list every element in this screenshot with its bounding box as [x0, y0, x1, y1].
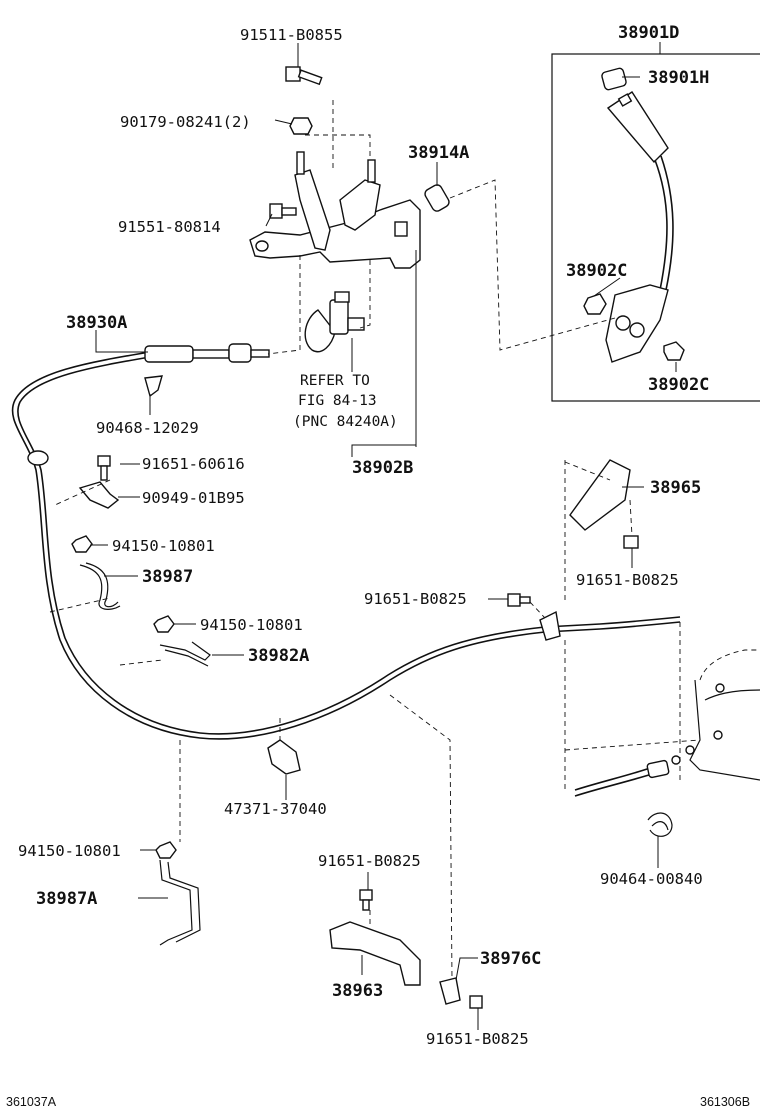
vacuum-valve [304, 291, 365, 353]
lever-inset [551, 53, 760, 402]
refer-note-line1: REFER TO [300, 373, 370, 389]
label-38914a: 38914A [408, 143, 469, 163]
drawing-number-left: 361037A [6, 1095, 57, 1109]
part-labels: 91511-B0855 90179-08241(2) 38914A 91551-… [18, 23, 709, 1048]
label-94150-10801-a: 94150-10801 [112, 537, 215, 555]
label-38902c-b: 38902C [648, 375, 709, 395]
label-38987a: 38987A [36, 889, 97, 909]
rear-cable [574, 649, 760, 797]
label-38982a: 38982A [248, 646, 309, 666]
dashed-lines [49, 100, 701, 981]
drawing-number-right: 361306B [700, 1095, 750, 1109]
refer-note: REFER TO FIG 84-13 (PNC 84240A) [293, 373, 398, 430]
label-38901d: 38901D [618, 23, 679, 43]
label-94150-10801-b: 94150-10801 [200, 616, 303, 634]
label-91511-b0855: 91511-B0855 [240, 26, 343, 44]
label-90468-12029: 90468-12029 [96, 419, 199, 437]
label-90464-00840: 90464-00840 [600, 870, 703, 888]
refer-note-line3: (PNC 84240A) [293, 414, 398, 430]
label-38976c: 38976C [480, 949, 541, 969]
refer-note-line2: FIG 84-13 [298, 393, 377, 409]
label-38963: 38963 [332, 981, 383, 1001]
label-91551-80814: 91551-80814 [118, 218, 221, 236]
label-91651-60616: 91651-60616 [142, 455, 245, 473]
label-91651-b0825-c: 91651-B0825 [364, 590, 467, 608]
small-parts [71, 375, 673, 1009]
label-38965: 38965 [650, 478, 701, 498]
label-38902b: 38902B [352, 458, 413, 478]
label-38901h: 38901H [648, 68, 709, 88]
label-91651-b0825-b: 91651-B0825 [426, 1030, 529, 1048]
bracket-assembly [249, 66, 450, 269]
label-90179-08241: 90179-08241(2) [120, 113, 251, 131]
label-38987: 38987 [142, 567, 193, 587]
label-91651-b0825-d: 91651-B0825 [576, 571, 679, 589]
label-38930a: 38930A [66, 313, 127, 333]
label-47371-37040: 47371-37040 [224, 800, 327, 818]
label-38902c-a: 38902C [566, 261, 627, 281]
label-94150-10801-c: 94150-10801 [18, 842, 121, 860]
label-90949-01b95: 90949-01B95 [142, 489, 245, 507]
label-91651-b0825-a: 91651-B0825 [318, 852, 421, 870]
leader-lines [90, 42, 677, 1030]
